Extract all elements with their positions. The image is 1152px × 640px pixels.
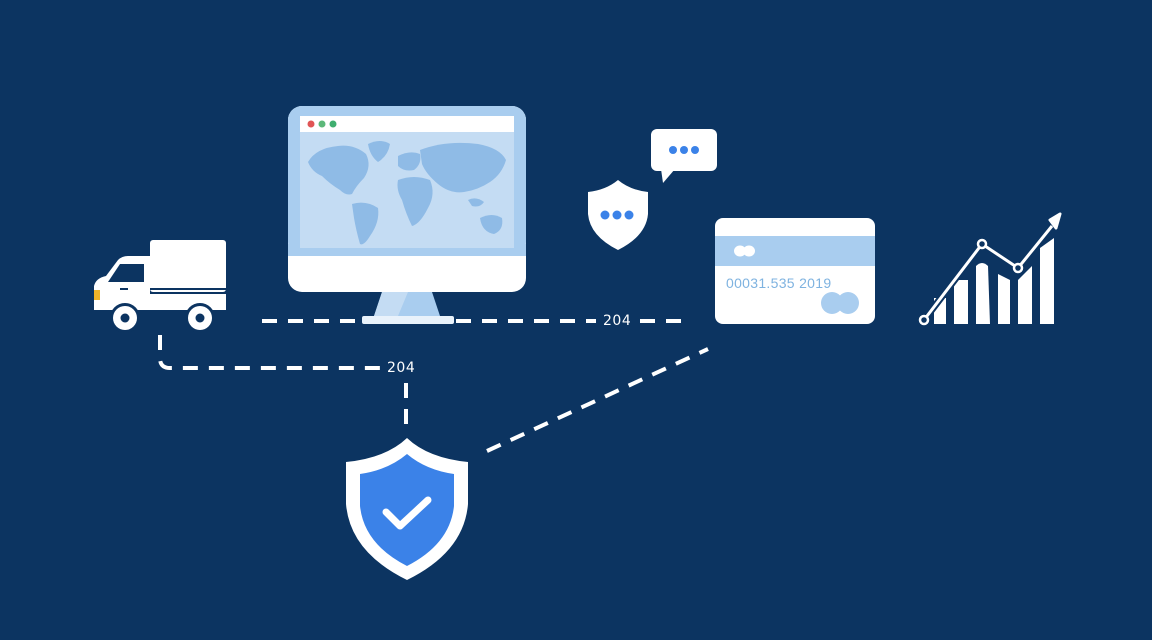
chat-bubble-typing-icon [651, 129, 717, 183]
shield-check-icon [346, 438, 468, 580]
connector-label-truck-shield: 204 [387, 360, 416, 376]
card-number: 00031.535 2019 [726, 275, 832, 291]
shield-typing-node [584, 178, 652, 252]
shield-card-connector [486, 347, 709, 453]
world-map-monitor-icon [288, 106, 526, 324]
window-dot-green [318, 120, 326, 128]
truck-shield-connector [158, 335, 380, 370]
window-dot-green-2 [329, 120, 337, 128]
shield-typing-icon [588, 180, 648, 250]
window-dot-red [307, 120, 315, 128]
connector-label-monitor-card: 204 [603, 313, 632, 329]
growth-chart-icon [918, 212, 1062, 326]
credit-card-node: 00031.535 2019 [714, 217, 876, 325]
monitor-node [286, 104, 528, 328]
chat-bubble-node [649, 127, 719, 185]
growth-chart-node [914, 210, 1064, 330]
security-shield-node [342, 436, 472, 582]
delivery-truck-icon [94, 240, 226, 333]
delivery-truck-node [92, 238, 228, 334]
credit-card-icon [715, 218, 875, 324]
